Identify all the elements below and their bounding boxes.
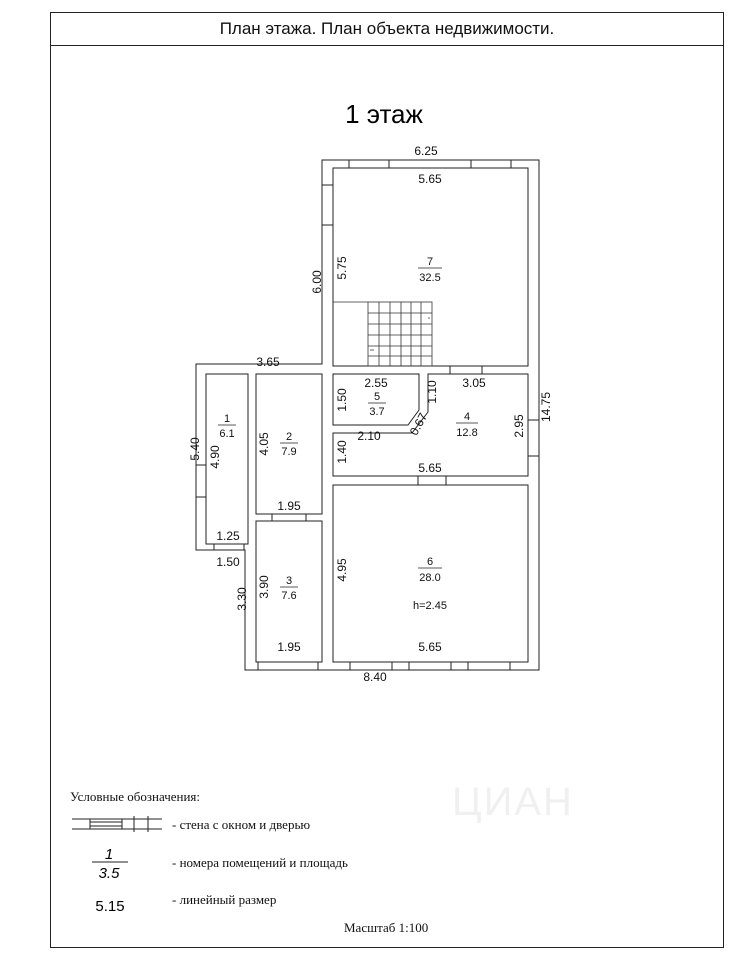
dim-room1-bottom-outer: 1.50 xyxy=(216,555,240,569)
dim-room3-outer: 3.30 xyxy=(235,587,249,611)
room-4-area: 12.8 xyxy=(456,427,477,439)
room-2-area: 7.9 xyxy=(281,446,296,458)
room-7-number: 7 xyxy=(427,256,433,268)
room-4-number: 4 xyxy=(464,411,470,423)
dim-room6-top: 5.65 xyxy=(418,461,442,475)
legend-wall-symbol xyxy=(72,816,162,832)
legend-room-desc: - номера помещений и площадь xyxy=(172,855,348,870)
dim-top-inner: 5.65 xyxy=(418,172,442,186)
room-1-number: 1 xyxy=(224,413,230,425)
dim-room5-top: 2.55 xyxy=(364,376,388,390)
legend-heading: Условные обозначения: xyxy=(70,789,201,804)
window-room6-a xyxy=(349,661,393,671)
window-room6-c xyxy=(467,661,511,671)
room-4-wall xyxy=(332,373,529,477)
door-room1-bottom xyxy=(213,543,245,551)
room-5-area: 3.7 xyxy=(369,406,384,418)
dim-room4-top: 3.05 xyxy=(462,376,486,390)
window-room6-b xyxy=(408,661,452,671)
scale-label: Масштаб 1:100 xyxy=(344,920,429,935)
room-2-number: 2 xyxy=(286,431,292,443)
dim-corridor-bottom: 2.10 xyxy=(357,429,381,443)
dim-corridor-door: 1.40 xyxy=(335,440,349,464)
dim-room5-right: 1.10 xyxy=(425,380,439,404)
room-labels: 7 32.5 1 6.1 2 7.9 5 3.7 4 12.8 3 7.6 6 … xyxy=(218,256,478,612)
room-7-area: 32.5 xyxy=(419,272,440,284)
window-top-left xyxy=(348,159,390,169)
door-room3-top xyxy=(271,513,307,522)
window-top-right xyxy=(470,159,512,169)
door-room4-top xyxy=(449,365,483,375)
legend-dim-desc: - линейный размер xyxy=(172,892,277,907)
legend-wall-desc: - стена с окном и дверью xyxy=(172,817,311,832)
room-6-area: 28.0 xyxy=(419,572,440,584)
room-6-number: 6 xyxy=(427,556,433,568)
dimension-labels: 6.25 5.65 3.65 2.55 3.05 2.10 5.65 1.95 … xyxy=(188,144,553,684)
staircase xyxy=(333,301,433,367)
dim-room5-height: 1.50 xyxy=(335,388,349,412)
legend-sample-area: 3.5 xyxy=(99,865,121,882)
dim-room1-outer: 5.40 xyxy=(188,437,202,461)
dim-room3-height: 3.90 xyxy=(257,575,271,599)
page-title: План этажа. План объекта недвижимости. xyxy=(51,13,723,46)
dim-bottom-total: 8.40 xyxy=(363,670,387,684)
window-room4 xyxy=(527,419,540,457)
dim-room4-right: 2.95 xyxy=(512,414,526,438)
room-5-number: 5 xyxy=(374,391,380,403)
room-1-area: 6.1 xyxy=(219,428,234,440)
dim-room2-height: 4.05 xyxy=(257,432,271,456)
room-3-number: 3 xyxy=(286,575,292,587)
dim-room6-height: 4.95 xyxy=(335,558,349,582)
openings xyxy=(195,159,540,671)
plan-sheet: План этажа. План объекта недвижимости. xyxy=(50,12,724,948)
door-room6-top xyxy=(417,475,447,486)
dim-step-width: 3.65 xyxy=(256,355,280,369)
dim-room3-bottom: 1.95 xyxy=(277,640,301,654)
dim-room1-inner: 4.90 xyxy=(208,445,222,469)
dim-left-inner-upper: 5.75 xyxy=(335,256,349,280)
legend-sample-number: 1 xyxy=(105,846,113,863)
window-room3 xyxy=(257,661,319,671)
legend-sample-dim: 5.15 xyxy=(95,898,124,915)
window-room1 xyxy=(195,464,207,498)
dim-left-outer-upper: 6.00 xyxy=(310,270,324,294)
watermark-logo: ЦИАН xyxy=(452,780,574,824)
floor-label: 1 этаж xyxy=(345,99,423,129)
room-3-area: 7.6 xyxy=(281,590,296,602)
dim-total-right: 14.75 xyxy=(539,392,553,422)
dim-room3-top: 1.95 xyxy=(277,499,301,513)
room-5-wall xyxy=(332,373,420,426)
dim-room6-bottom: 5.65 xyxy=(418,640,442,654)
dim-room1-bottom-inner: 1.25 xyxy=(216,529,240,543)
dim-top-outer: 6.25 xyxy=(414,144,438,158)
outer-wall xyxy=(195,159,540,671)
ceiling-height: h=2.45 xyxy=(413,600,447,612)
window-left-room7 xyxy=(321,184,334,226)
